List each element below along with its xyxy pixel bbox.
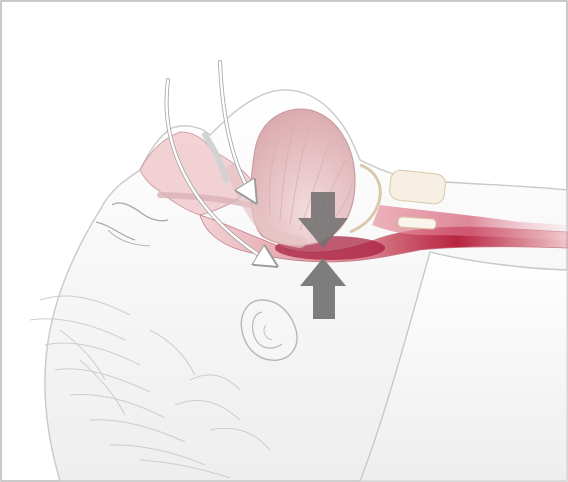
vertebra-lower [398,217,437,230]
vertebra [389,169,447,205]
